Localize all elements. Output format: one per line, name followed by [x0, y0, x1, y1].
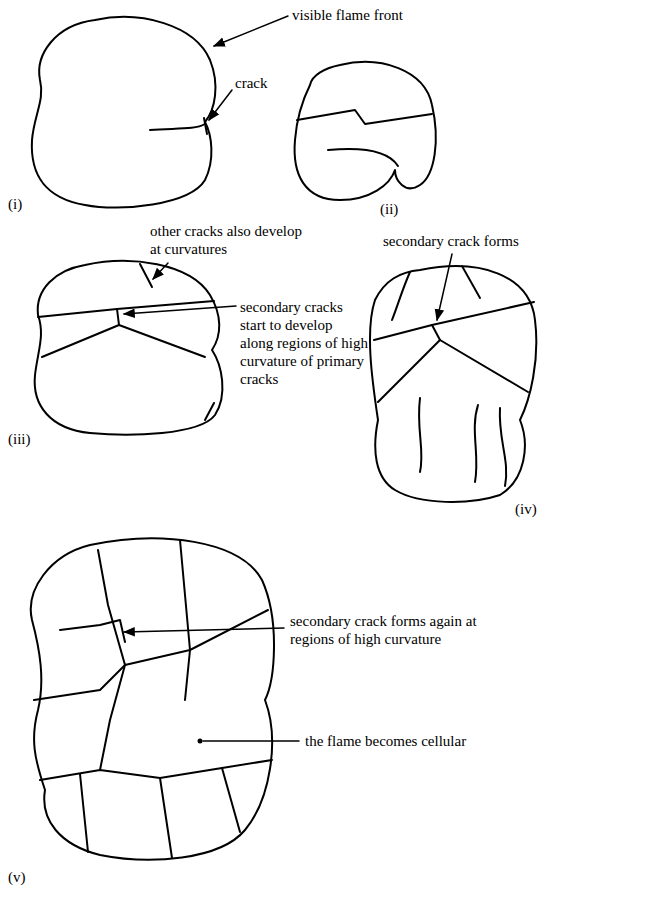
flame-outline [295, 62, 436, 200]
flame-outline [32, 17, 216, 208]
figure-number: (iii) [8, 430, 31, 448]
crack-line [40, 760, 272, 780]
crack-line [328, 149, 398, 166]
crack-line [392, 272, 410, 320]
crack-line [378, 340, 528, 402]
crack-line [80, 774, 88, 852]
leader-arrow [153, 263, 168, 279]
callout-label: visible flame front [292, 6, 403, 24]
figure-number: (i) [8, 195, 22, 213]
leader-arrow [437, 254, 452, 320]
flame-outline [370, 266, 536, 502]
crack-line [150, 124, 205, 130]
leader-arrow [124, 628, 284, 632]
crack-line [160, 778, 172, 858]
crack-line [205, 403, 214, 420]
crack-line [432, 325, 440, 340]
leader-dot [198, 739, 203, 744]
figure-number: (v) [8, 868, 26, 886]
callout-label: secondary crack forms again at regions o… [290, 612, 495, 648]
leader-line [203, 740, 299, 742]
crack-line [60, 620, 125, 642]
callout-label: secondary cracks start to develop along … [240, 298, 368, 388]
callout-label: crack [235, 74, 267, 92]
crack-line [222, 768, 240, 832]
crack-line [180, 540, 190, 700]
callout-label: other cracks also develop at curvatures [150, 222, 310, 258]
crack-line [374, 302, 534, 340]
crack-line [462, 266, 480, 298]
figure-number: (ii) [380, 200, 398, 218]
callout-label: secondary crack forms [383, 232, 519, 250]
callout-label: the flame becomes cellular [305, 732, 466, 750]
leader-arrow [214, 16, 288, 46]
flame-outline [31, 538, 274, 859]
leader-arrow [209, 90, 232, 120]
crack-line [297, 110, 432, 124]
leader-arrow [124, 306, 236, 314]
crack-line [34, 665, 125, 700]
crack-line [500, 408, 506, 486]
crack-line [140, 264, 152, 287]
crack-line [204, 118, 207, 134]
crack-line [475, 405, 478, 482]
crack-line [42, 325, 205, 357]
flame-outline [35, 261, 223, 435]
crack-line [100, 665, 125, 770]
crack-line [117, 309, 119, 325]
figure-number: (iv) [515, 500, 537, 518]
crack-line [419, 398, 422, 472]
